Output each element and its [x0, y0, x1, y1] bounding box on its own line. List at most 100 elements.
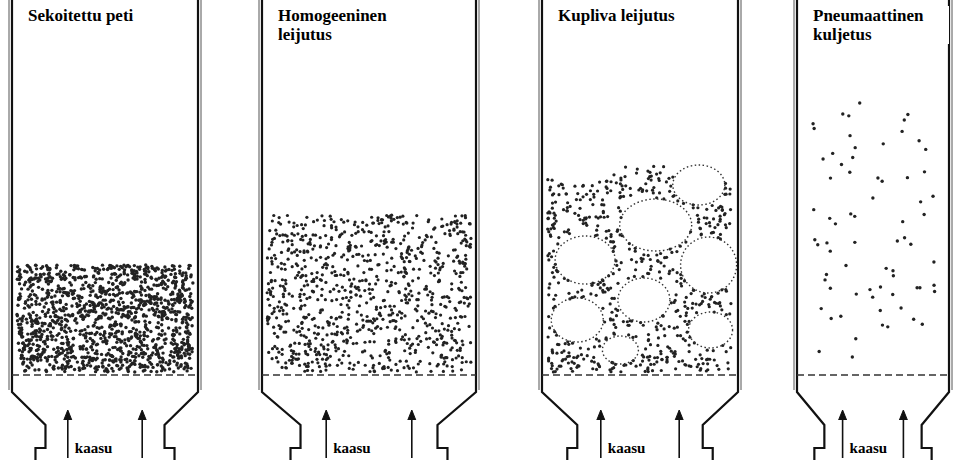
particle — [187, 305, 190, 308]
particle — [328, 364, 331, 367]
particle — [144, 281, 147, 284]
particle — [60, 336, 63, 339]
particle — [435, 343, 438, 346]
particle — [74, 329, 77, 332]
particle — [83, 366, 86, 369]
particle — [105, 291, 108, 294]
particle — [68, 346, 71, 349]
particle — [58, 287, 61, 290]
particle — [108, 288, 111, 291]
particle — [36, 296, 39, 299]
particle — [172, 360, 175, 363]
particle — [298, 330, 301, 333]
particle — [128, 310, 131, 313]
particle — [157, 315, 160, 318]
particle — [354, 293, 357, 296]
particle — [166, 285, 169, 288]
particle — [464, 254, 467, 257]
particle — [286, 214, 289, 217]
particle — [102, 334, 105, 337]
particle — [358, 279, 361, 282]
particle — [175, 313, 178, 316]
particle — [347, 306, 350, 309]
particle — [115, 364, 118, 367]
particle — [183, 298, 186, 301]
particle — [126, 273, 129, 276]
particle — [153, 268, 156, 271]
particle — [148, 321, 151, 324]
particle — [382, 230, 385, 233]
particle — [17, 323, 20, 326]
particle — [111, 316, 114, 319]
particle — [85, 340, 88, 343]
particle — [129, 344, 132, 347]
particle — [17, 298, 20, 301]
particle — [83, 275, 86, 278]
particle — [188, 344, 191, 347]
particle — [88, 310, 91, 313]
particle — [139, 275, 142, 278]
particle — [23, 306, 26, 309]
particle — [189, 347, 192, 350]
particle — [185, 321, 188, 324]
particle — [150, 265, 153, 268]
particle — [146, 335, 149, 338]
particle — [131, 293, 134, 296]
particle — [408, 298, 411, 301]
particle — [454, 316, 457, 319]
particle — [28, 277, 31, 280]
particle — [174, 276, 177, 279]
particle — [349, 285, 352, 288]
particle — [139, 298, 142, 301]
particle — [53, 358, 56, 361]
particle — [284, 320, 287, 323]
particle — [352, 342, 355, 345]
particle — [412, 366, 415, 369]
particle — [403, 234, 406, 237]
particle — [277, 221, 280, 224]
particle — [288, 220, 291, 223]
particle — [94, 293, 97, 296]
particle — [390, 308, 393, 311]
particle — [154, 344, 157, 347]
particle — [361, 318, 364, 321]
particle — [156, 304, 159, 307]
particle — [298, 364, 301, 367]
particle — [35, 317, 38, 320]
particle — [411, 326, 414, 329]
particle — [80, 307, 83, 310]
particle — [132, 306, 135, 309]
particle — [170, 341, 173, 344]
particle — [85, 347, 88, 350]
particle — [291, 265, 294, 268]
particle — [174, 326, 177, 329]
particle — [442, 370, 445, 373]
particle — [183, 301, 186, 304]
particle — [171, 303, 174, 306]
particle — [467, 325, 470, 328]
particle — [431, 326, 434, 329]
particle — [99, 337, 102, 340]
particle — [400, 299, 403, 302]
particle — [142, 344, 145, 347]
particle — [303, 343, 306, 346]
particle — [161, 345, 164, 348]
particle — [411, 221, 414, 224]
particle — [160, 316, 163, 319]
particle — [392, 238, 395, 241]
particle — [274, 279, 277, 282]
particle — [106, 268, 109, 271]
particle — [145, 314, 148, 317]
particle — [71, 350, 74, 353]
particle — [82, 344, 85, 347]
particle — [455, 356, 458, 359]
particle — [373, 369, 376, 372]
particle — [126, 337, 129, 340]
particle — [349, 290, 352, 293]
particle — [434, 329, 437, 332]
particle — [468, 245, 471, 248]
particle — [453, 220, 456, 223]
particle — [151, 366, 154, 369]
particle — [375, 234, 378, 237]
particle — [166, 300, 169, 303]
